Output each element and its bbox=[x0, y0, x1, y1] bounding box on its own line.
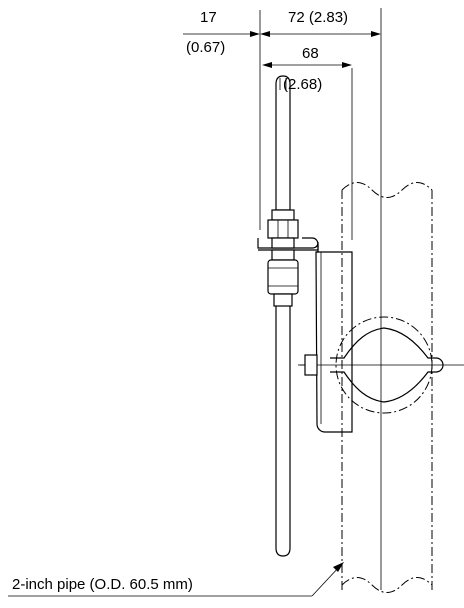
dim-17-mm-text: 17 bbox=[200, 9, 217, 26]
dim-68-in-text: (2.68) bbox=[283, 76, 322, 93]
pipe-callout: 2-inch pipe (O.D. 60.5 mm) bbox=[8, 562, 344, 597]
callout-arrow bbox=[333, 562, 344, 572]
probe-rod bbox=[275, 75, 291, 211]
bracket bbox=[257, 237, 319, 253]
dim-68-arrow-right bbox=[342, 62, 352, 68]
dim-17-in-text: (0.67) bbox=[186, 39, 225, 56]
probe-collar bbox=[271, 209, 295, 221]
pipe-label-text: 2-inch pipe (O.D. 60.5 mm) bbox=[12, 576, 193, 593]
dim-68-mm-text: 68 bbox=[302, 45, 319, 62]
dim-72-arrow-right bbox=[371, 31, 381, 37]
dim-68-arrow-left bbox=[262, 62, 272, 68]
sensor-probe bbox=[267, 75, 299, 557]
mounting-plate bbox=[298, 251, 353, 433]
pipe-top-break bbox=[341, 182, 433, 198]
dimension-68: 68 (2.68) bbox=[262, 45, 352, 93]
probe-lower-collar bbox=[271, 237, 295, 249]
callout-leader bbox=[311, 565, 341, 597]
dim-17-arrow bbox=[250, 31, 260, 37]
probe-hex-nut bbox=[267, 219, 299, 239]
connector-top bbox=[271, 249, 295, 261]
bracket-bend bbox=[302, 237, 319, 253]
dim-72-arrow-left bbox=[260, 31, 270, 37]
probe-cable bbox=[275, 306, 291, 557]
mounting-plate-outline bbox=[315, 251, 353, 433]
u-bolt-clamp bbox=[300, 327, 464, 403]
pipe-bottom-break bbox=[341, 577, 433, 593]
mounting-nut bbox=[304, 354, 318, 376]
connector-body bbox=[267, 259, 299, 295]
pipe bbox=[335, 182, 433, 593]
dimension-72: 72 (2.83) bbox=[260, 9, 381, 37]
dimension-17: 17 (0.67) bbox=[183, 9, 260, 56]
dim-72-text: 72 (2.83) bbox=[288, 9, 348, 26]
connector-bottom bbox=[273, 293, 293, 307]
